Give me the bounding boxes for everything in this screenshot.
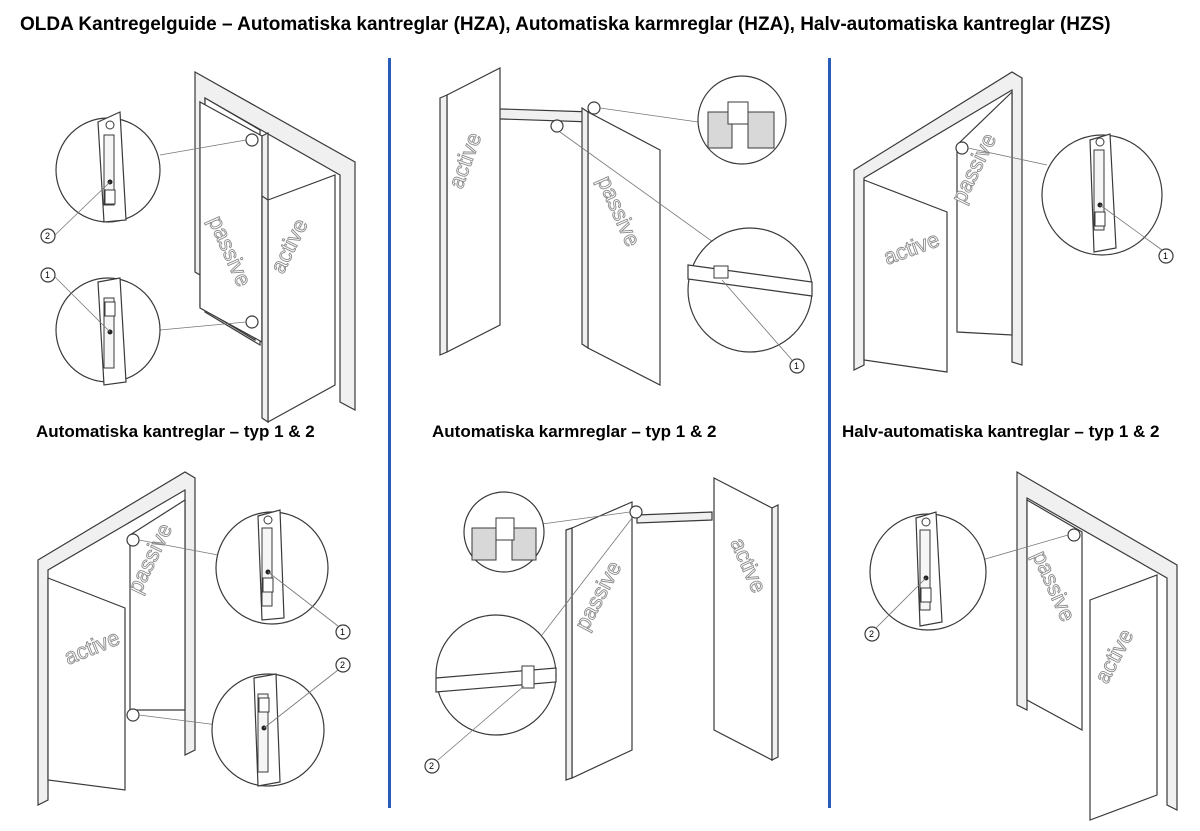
column-divider-left (388, 58, 391, 808)
detail-marker-top (245, 133, 259, 147)
diagram-bottom-left: passive active 1 2 (37, 471, 351, 806)
callout-1 (1158, 248, 1174, 264)
column-divider-right (828, 58, 831, 808)
active-door: active (1089, 574, 1158, 821)
active-door: active (261, 174, 336, 424)
passive-door: passive (122, 498, 186, 711)
door-frame (1016, 470, 1178, 811)
svg-text:1: 1 (794, 361, 799, 371)
svg-text:2: 2 (340, 660, 345, 670)
detail-circle: 1 (1041, 133, 1174, 264)
frame-top-rail (636, 511, 713, 524)
detail-circle-lower: 2 (211, 657, 351, 787)
svg-text:1: 1 (1163, 251, 1168, 261)
callout-2 (424, 758, 440, 774)
detail-marker-bottom (245, 315, 259, 329)
detail-circle-bolt: 2 (424, 614, 557, 774)
detail-marker-right (587, 101, 601, 115)
detail-circle-section (463, 491, 545, 573)
detail-circle-section (697, 75, 787, 165)
passive-door: passive (565, 501, 633, 781)
callout-1-lower (40, 267, 56, 283)
detail-circle: 2 (864, 511, 987, 642)
page-title: OLDA Kantregelguide – Automatiska kantre… (20, 14, 1111, 35)
callout-2-upper (40, 228, 56, 244)
callout-2 (864, 626, 880, 642)
svg-text:1: 1 (45, 270, 50, 280)
detail-circle-upper: 1 (215, 509, 351, 640)
diagram-top-left: passive active 2 1 (40, 70, 356, 424)
detail-circle-lower: 1 (40, 267, 161, 386)
diagram-top-right: passive active 1 (853, 71, 1174, 373)
callout-1 (789, 358, 805, 374)
svg-text:2: 2 (869, 629, 874, 639)
passive-door: passive (1026, 498, 1083, 732)
diagram-bottom-middle: passive active 2 (424, 477, 779, 781)
active-door: active (439, 67, 501, 356)
detail-marker (955, 141, 969, 155)
diagram-bottom-right: passive active 2 (864, 470, 1178, 821)
callout-1 (335, 624, 351, 640)
detail-marker (1067, 528, 1081, 542)
detail-marker-left (550, 119, 564, 133)
svg-text:1: 1 (340, 627, 345, 637)
caption-automatic-edge-bolts: Automatiska kantreglar – typ 1 & 2 (36, 422, 315, 441)
active-door: active (713, 477, 779, 761)
active-door: active (47, 577, 126, 791)
callout-2 (335, 657, 351, 673)
passive-door: passive (581, 106, 661, 386)
svg-text:2: 2 (429, 761, 434, 771)
detail-marker (629, 505, 643, 519)
active-door: active (863, 179, 948, 373)
detail-circle-bolt: 1 (687, 227, 813, 374)
caption-semi-automatic-edge-bolts: Halv-automatiska kantreglar – typ 1 & 2 (842, 422, 1160, 441)
detail-marker-bottom (126, 708, 140, 722)
detail-marker-top (126, 533, 140, 547)
diagram-top-middle: active passive 1 (439, 67, 813, 386)
passive-door: passive (946, 90, 1013, 336)
svg-text:2: 2 (45, 231, 50, 241)
caption-automatic-frame-bolts: Automatiska karmreglar – typ 1 & 2 (432, 422, 717, 441)
detail-circle-upper: 2 (40, 111, 161, 244)
